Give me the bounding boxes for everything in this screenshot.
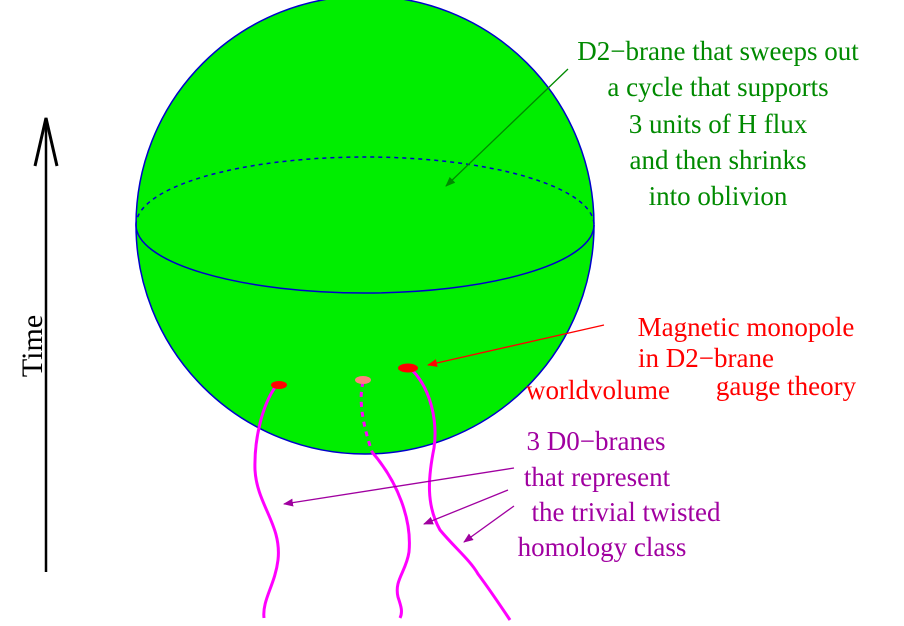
d0-worldline-left bbox=[253, 385, 280, 619]
d2-label-line-4: and then shrinks bbox=[630, 145, 807, 175]
time-arrowhead-icon bbox=[33, 117, 59, 167]
d0-endpoint-left bbox=[271, 381, 287, 389]
sphere-equator-front bbox=[135, 224, 595, 294]
d2-brane-sphere bbox=[135, 0, 595, 455]
d0-pointer-arrow-left bbox=[283, 467, 515, 507]
d2-pointer-arrow bbox=[445, 68, 569, 187]
d0-worldline-middle-hidden bbox=[359, 381, 374, 453]
monopole-pointer-arrow bbox=[427, 324, 605, 367]
d0-annotation: 3 D0−branes that represent the trivial t… bbox=[283, 426, 721, 562]
monopole-label-line-4: gauge theory bbox=[716, 371, 857, 401]
time-axis: Time bbox=[16, 117, 59, 572]
d0-label-line-2: that represent bbox=[524, 462, 671, 492]
monopole-label-line-3: worldvolume bbox=[526, 375, 670, 405]
monopole-label-line-2: in D2−brane bbox=[638, 343, 774, 373]
monopole-label-line-1: Magnetic monopole bbox=[638, 312, 855, 342]
monopole-annotation: Magnetic monopole in D2−brane worldvolum… bbox=[427, 312, 857, 405]
sphere-equator-back bbox=[135, 156, 595, 226]
d2-annotation: D2−brane that sweeps out a cycle that su… bbox=[445, 36, 859, 211]
d0-brane-worldlines bbox=[253, 368, 512, 621]
d2-label-line-3: 3 units of H flux bbox=[629, 109, 808, 139]
d0-pointer-arrow-right bbox=[463, 505, 515, 543]
d0-pointer-arrow-middle bbox=[423, 489, 509, 525]
d2-label-line-5: into oblivion bbox=[649, 181, 788, 211]
d0-label-line-4: homology class bbox=[518, 532, 687, 562]
d0-endpoint-middle bbox=[355, 376, 371, 384]
magnetic-monopole-marker bbox=[398, 363, 418, 373]
d0-worldline-middle bbox=[370, 451, 411, 619]
d2-label-line-2: a cycle that supports bbox=[607, 72, 828, 102]
time-label: Time bbox=[16, 315, 49, 377]
d0-label-line-1: 3 D0−branes bbox=[527, 426, 666, 456]
d2-label-line-1: D2−brane that sweeps out bbox=[577, 36, 859, 66]
d0-label-line-3: the trivial twisted bbox=[532, 497, 721, 527]
d0-worldline-right bbox=[410, 368, 512, 621]
worldline-endpoints bbox=[271, 363, 418, 389]
